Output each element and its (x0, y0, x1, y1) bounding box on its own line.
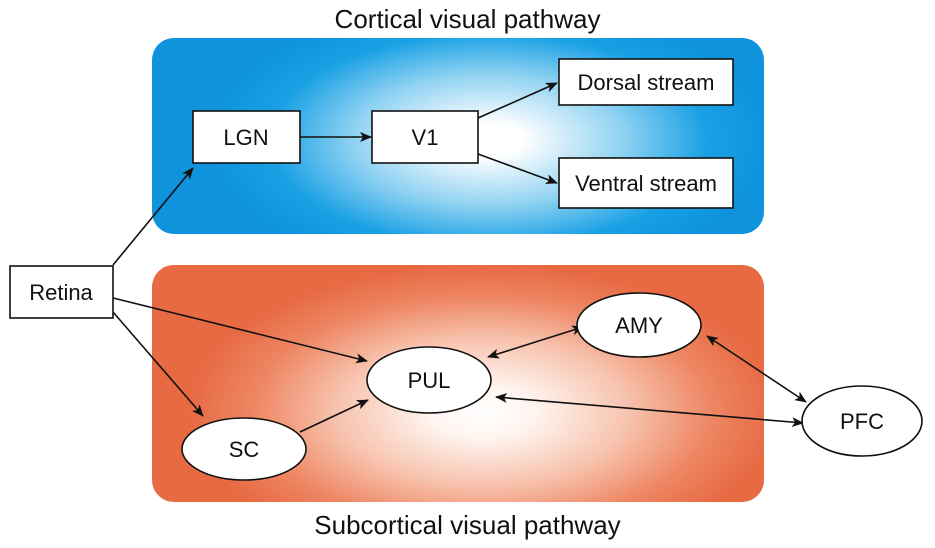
edge-v1-dorsal (477, 82, 558, 119)
node-amy: AMY (576, 292, 702, 358)
node-pfc-label: PFC (840, 409, 884, 434)
edge-amy-pfc (706, 335, 807, 403)
node-amy-label: AMY (615, 313, 663, 338)
node-pfc: PFC (801, 385, 923, 457)
edge-retina-sc (112, 311, 204, 417)
node-retina: Retina (9, 265, 114, 319)
node-retina-label: Retina (29, 280, 93, 305)
subcortical-pathway-title: Subcortical visual pathway (314, 510, 621, 540)
node-dorsal-stream: Dorsal stream (558, 58, 734, 106)
node-ventral-stream: Ventral stream (558, 157, 734, 209)
node-sc-label: SC (229, 437, 260, 462)
node-pul-label: PUL (408, 368, 451, 393)
cortical-pathway-title: Cortical visual pathway (334, 4, 601, 34)
node-v1-label: V1 (412, 125, 439, 150)
node-dorsal-stream-label: Dorsal stream (578, 70, 715, 95)
edge-v1-ventral (477, 153, 558, 184)
edge-sc-pul (299, 399, 369, 433)
node-v1: V1 (371, 110, 479, 164)
edge-retina-lgn (112, 167, 194, 266)
node-sc: SC (181, 417, 307, 481)
edge-pul-pfc (495, 392, 804, 428)
node-pul: PUL (366, 346, 492, 414)
node-lgn: LGN (192, 110, 301, 164)
edge-pul-amy (487, 325, 584, 359)
node-ventral-stream-label: Ventral stream (575, 171, 717, 196)
edge-retina-pul (112, 297, 368, 364)
node-lgn-label: LGN (223, 125, 268, 150)
